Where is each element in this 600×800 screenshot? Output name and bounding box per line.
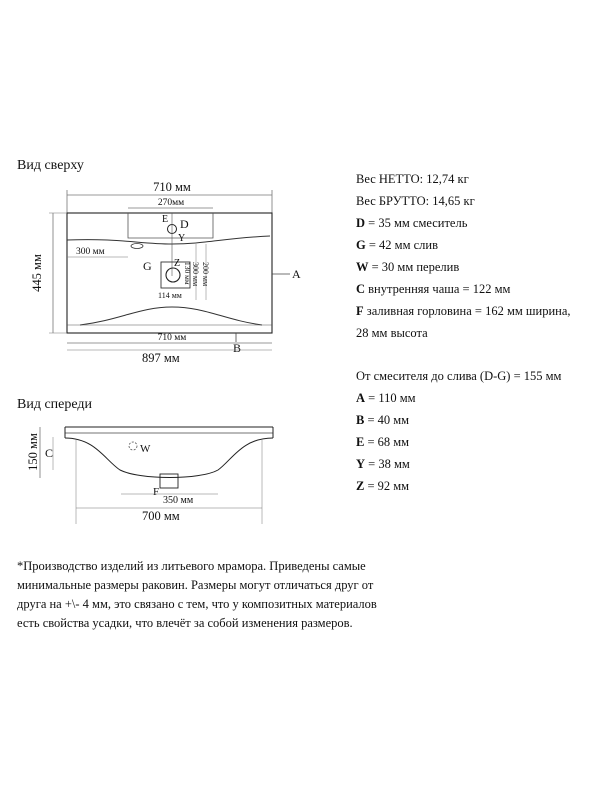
dim-label-270: 270мм — [158, 198, 184, 208]
spec-key: B — [356, 413, 365, 427]
spec-row: B = 40 мм — [356, 409, 596, 431]
spec-key: C — [356, 282, 366, 296]
dim-label-v-200: 200 мм — [201, 262, 210, 286]
spec-key: W — [356, 260, 369, 274]
dim-label-350: 350 мм — [163, 495, 194, 506]
spec-text: = 110 мм — [365, 391, 416, 405]
spec-row: W = 30 мм перелив — [356, 256, 596, 278]
specs-distances: От смесителя до слива (D-G) = 155 мм A = … — [356, 365, 596, 497]
spec-row: C внутренняя чаша = 122 мм — [356, 278, 596, 300]
specs-weights-and-holes: Вес НЕТТО: 12,74 кг Вес БРУТТО: 14,65 кг D… — [356, 168, 596, 344]
spec-text: 28 мм высота — [356, 326, 428, 340]
spec-text: = 92 мм — [364, 479, 410, 493]
spec-key: Z — [356, 479, 365, 493]
dim-label-445: 445 мм — [30, 254, 44, 292]
spec-key: Y — [356, 457, 366, 471]
letter-b: B — [233, 341, 241, 355]
spec-text: заливная горловина = 162 мм ширина, — [363, 304, 571, 318]
spec-key: E — [356, 435, 365, 449]
basin-outline — [66, 212, 273, 334]
letter-c: C — [45, 446, 53, 460]
rear-deck-curve — [66, 235, 271, 245]
spec-row: Z = 92 мм — [356, 475, 596, 497]
spec-text: = 30 мм перелив — [368, 260, 460, 274]
spec-row: F заливная горловина = 162 мм ширина, — [356, 300, 596, 322]
spec-row: 28 мм высота — [356, 322, 596, 344]
bowl-profile — [64, 437, 274, 478]
overflow-hole — [128, 441, 138, 451]
letter-z: Z — [174, 258, 180, 269]
dim-label-150: 150 мм — [26, 433, 40, 471]
spec-text: = 35 мм смеситель — [365, 216, 468, 230]
spec-text: внутренняя чаша = 122 мм — [365, 282, 511, 296]
spec-text: = 38 мм — [365, 457, 410, 471]
front-bowl-curve — [79, 306, 263, 326]
dim-label-114: 114 мм — [158, 291, 182, 300]
drain-frame — [160, 261, 191, 289]
dim-label-v-small: 130 мм — [183, 262, 192, 285]
spec-row: A = 110 мм — [356, 387, 596, 409]
spec-key: D — [356, 216, 366, 230]
spec-text: Вес БРУТТО: 14,65 кг — [356, 194, 475, 208]
drain-hole — [165, 267, 181, 283]
spec-text: = 42 мм слив — [365, 238, 438, 252]
spec-row: Y = 38 мм — [356, 453, 596, 475]
spec-row: G = 42 мм слив — [356, 234, 596, 256]
spec-key: A — [356, 391, 366, 405]
top-view-label: Вид сверху — [17, 158, 84, 173]
dim-label-710-top: 710 мм — [153, 180, 191, 194]
letter-w: W — [140, 443, 151, 455]
top-view-drawing: 710 мм 270мм E D Y G Z 300 мм 130 мм 300… — [30, 180, 301, 365]
letter-d: D — [180, 217, 189, 231]
front-view-drawing: W F 350 мм 700 мм 150 мм C — [26, 426, 274, 524]
overflow-slot — [130, 243, 144, 249]
spec-text: От смесителя до слива (D-G) = 155 мм — [356, 369, 562, 383]
spec-key: G — [356, 238, 366, 252]
spec-key: F — [356, 304, 364, 318]
spec-row: Вес БРУТТО: 14,65 кг — [356, 190, 596, 212]
spec-row: D = 35 мм смеситель — [356, 212, 596, 234]
spec-row: От смесителя до слива (D-G) = 155 мм — [356, 365, 596, 387]
letter-y: Y — [178, 233, 185, 244]
dim-label-v-300: 300 мм — [191, 262, 200, 286]
spec-text: = 40 мм — [364, 413, 410, 427]
letter-g: G — [143, 259, 152, 273]
dim-label-300: 300 мм — [76, 247, 105, 257]
letter-f: F — [153, 486, 159, 498]
dim-label-710-bottom: 710 мм — [158, 333, 187, 343]
production-note: *Производство изделий из литьевого мрамо… — [17, 559, 377, 630]
dim-label-897: 897 мм — [142, 351, 180, 365]
faucet-deck — [127, 213, 214, 239]
spec-row: Вес НЕТТО: 12,74 кг — [356, 168, 596, 190]
spec-row: E = 68 мм — [356, 431, 596, 453]
dim-label-700: 700 мм — [142, 509, 180, 523]
front-view-label: Вид спереди — [17, 397, 93, 412]
spec-text: Вес НЕТТО: 12,74 кг — [356, 172, 469, 186]
letter-e: E — [162, 214, 168, 225]
letter-a: A — [292, 267, 301, 281]
drain-neck — [159, 473, 179, 489]
spec-text: = 68 мм — [364, 435, 410, 449]
